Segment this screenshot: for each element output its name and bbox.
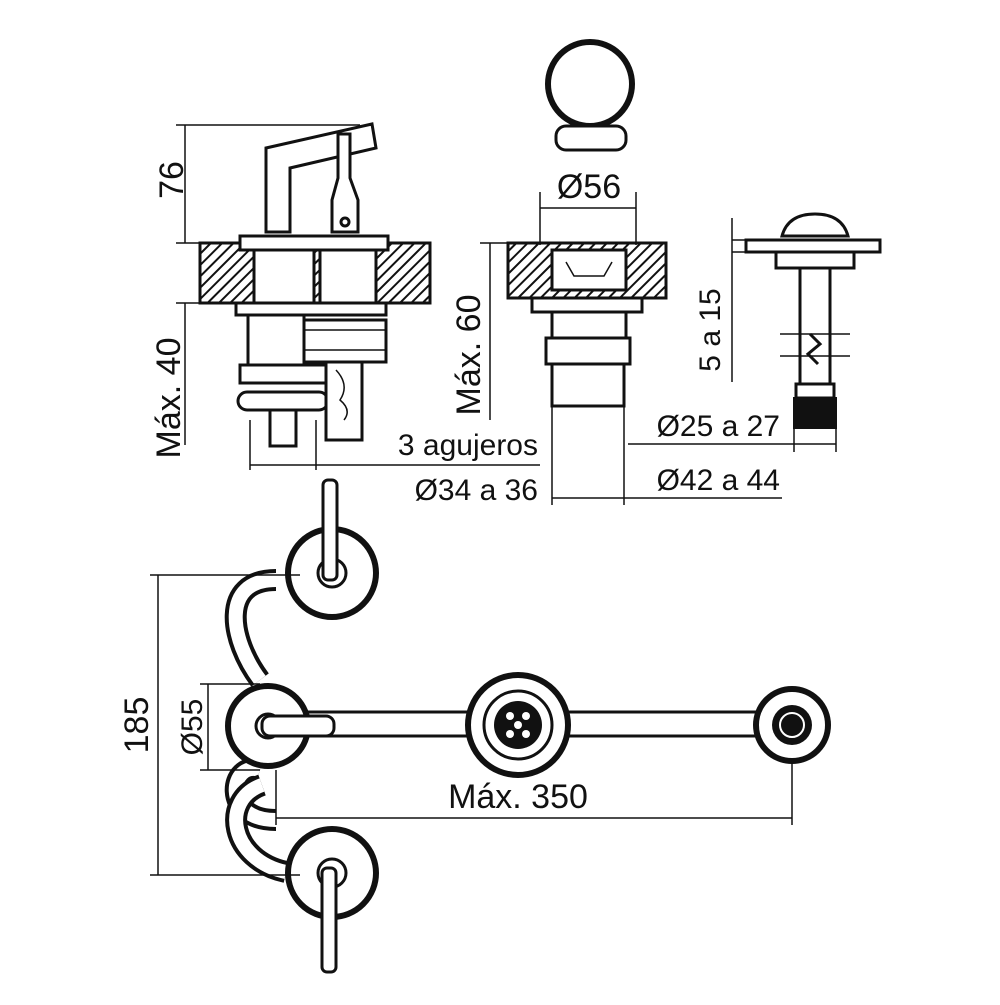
dim-label-5-15: 5 a 15 — [694, 288, 727, 371]
dim-label-185: 185 — [118, 697, 156, 754]
faucet-base-plate — [238, 234, 390, 252]
spout-ring-base — [554, 124, 628, 152]
spout-side-view: Ø56 Máx. 60 Ø42 a 44 — [450, 39, 782, 505]
spout-shank — [550, 310, 628, 340]
dim-label-56: Ø56 — [557, 168, 621, 206]
mixer-lever — [260, 714, 336, 738]
drain-thread — [793, 397, 837, 429]
drain-nut — [794, 382, 836, 400]
spout-body — [550, 248, 628, 292]
spout-flange — [530, 296, 644, 314]
spout-connector — [550, 362, 626, 408]
drain-side-view: 5 a 15 Ø25 a 27 — [628, 212, 882, 452]
spout-ring-top — [545, 39, 635, 129]
spout-nut — [544, 336, 632, 366]
top-view: 185 Ø55 Máx. 350 — [118, 478, 831, 974]
drain-body — [774, 250, 856, 270]
valve-lower-handle — [320, 866, 338, 974]
dim-label-dia42: Ø42 a 44 — [657, 464, 780, 497]
faucet-shank-right — [302, 318, 388, 364]
faucet-cartridge — [324, 360, 364, 442]
faucet-under-flange — [234, 301, 388, 317]
faucet-body-left — [252, 248, 316, 307]
faucet-side-view: 76 Máx. 40 3 agujeros Ø34 a 36 — [150, 122, 540, 507]
drain-pipe — [798, 266, 832, 386]
valve-upper-handle — [321, 478, 339, 582]
dim-label-dia25: Ø25 a 27 — [657, 410, 780, 443]
faucet-body-right — [318, 248, 378, 307]
dim-label-max40: Máx. 40 — [150, 338, 188, 459]
drain-strainer-icon — [772, 705, 812, 745]
dim-label-max350: Máx. 350 — [448, 778, 588, 816]
drain-cap — [780, 212, 850, 238]
dim-label-dia34: Ø34 a 36 — [415, 474, 538, 507]
faucet-shank-left — [246, 313, 306, 367]
faucet-spindle — [330, 132, 360, 234]
drain-flange — [744, 238, 882, 254]
spindle-pin-icon — [339, 216, 351, 228]
faucet-inlet-pipe — [268, 408, 298, 448]
dim-label-55: Ø55 — [176, 699, 209, 756]
faucet-lock-nut — [236, 390, 330, 412]
dim-label-max60: Máx. 60 — [450, 295, 488, 416]
dim-label-76: 76 — [153, 161, 191, 199]
faucet-nut — [238, 363, 328, 385]
dim-label-holes: 3 agujeros — [398, 429, 538, 462]
